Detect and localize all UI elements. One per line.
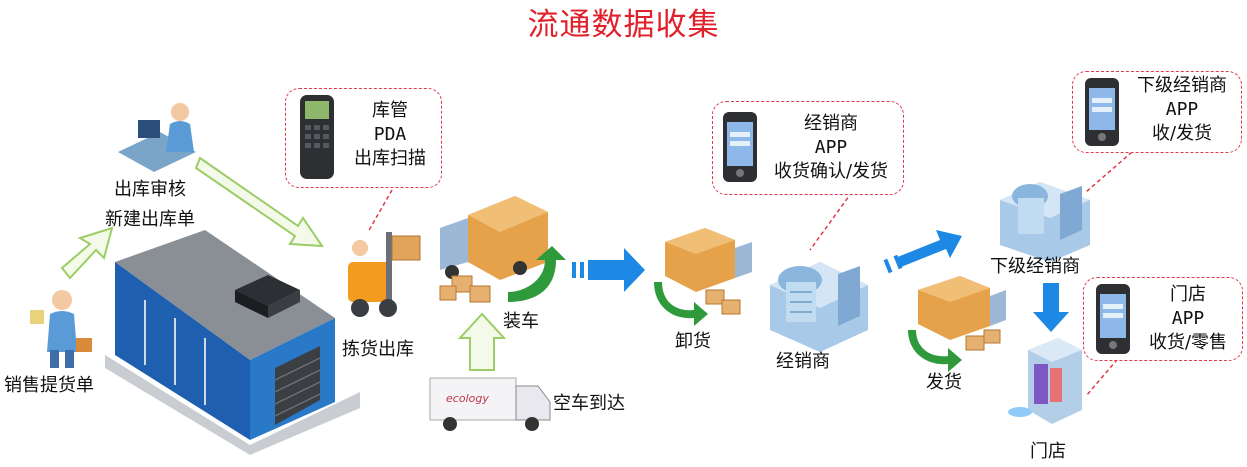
unloading-truck-figure (665, 228, 752, 315)
callout-store-line2: APP (1171, 308, 1205, 329)
callout-dealer-line1: 经销商 (804, 113, 858, 134)
truck-brand-text: ecology (446, 392, 489, 405)
label-review-line2: 新建出库单 (105, 209, 195, 230)
smartphone-icon (1085, 78, 1119, 146)
page-title: 流通数据收集 (527, 7, 720, 43)
empty-truck-figure: ecology (429, 377, 551, 431)
label-sales-order: 销售提货单 (4, 375, 94, 396)
callout-dealer-line3: 收货确认/发货 (773, 161, 889, 182)
callout-pda-line3: 出库扫描 (354, 148, 426, 169)
store-figure (1008, 338, 1082, 424)
callout-pda-line2: PDA (373, 124, 407, 145)
label-picking: 拣货出库 (342, 339, 414, 360)
callout-store-line1: 门店 (1170, 284, 1206, 305)
callout-sub-dealer-line2: APP (1165, 99, 1199, 120)
callout-store-app: 门店 APP 收货/零售 (1083, 277, 1243, 361)
label-review-line1: 出库审核 (114, 179, 186, 200)
smartphone-icon (1096, 284, 1130, 354)
label-sub-dealer: 下级经销商 (990, 256, 1080, 277)
dealer-building-figure (770, 262, 868, 352)
callout-sub-dealer-line3: 收/发货 (1151, 123, 1213, 144)
smartphone-icon (723, 112, 757, 182)
label-dealer: 经销商 (776, 351, 830, 372)
label-unloading: 卸货 (675, 331, 711, 352)
sales-person-figure (30, 290, 92, 368)
label-empty-truck: 空车到达 (553, 393, 625, 414)
sub-dealer-building-figure (1000, 182, 1090, 262)
label-shipping: 发货 (926, 372, 962, 393)
callout-dealer-app: 经销商 APP 收货确认/发货 (712, 101, 904, 195)
shipping-truck-figure (918, 276, 1006, 351)
label-store: 门店 (1030, 441, 1066, 462)
callout-warehouse-pda: 库管 PDA 出库扫描 (285, 88, 442, 188)
forklift-figure (348, 232, 421, 317)
flow-arrow-3 (457, 312, 507, 371)
reviewer-figure (118, 103, 196, 172)
label-review: 出库审核 新建出库单 (90, 178, 210, 232)
loading-truck-figure (439, 196, 548, 303)
callout-dealer-line2: APP (814, 137, 848, 158)
handheld-scanner-icon (300, 95, 334, 179)
flow-arrow-1 (60, 226, 114, 280)
callout-sub-dealer-app: 下级经销商 APP 收/发货 (1072, 71, 1242, 153)
callout-sub-dealer-line1: 下级经销商 (1137, 75, 1227, 96)
callout-store-line3: 收货/零售 (1148, 332, 1228, 353)
callout-pda-line1: 库管 (372, 100, 408, 121)
label-loading: 装车 (503, 311, 539, 332)
